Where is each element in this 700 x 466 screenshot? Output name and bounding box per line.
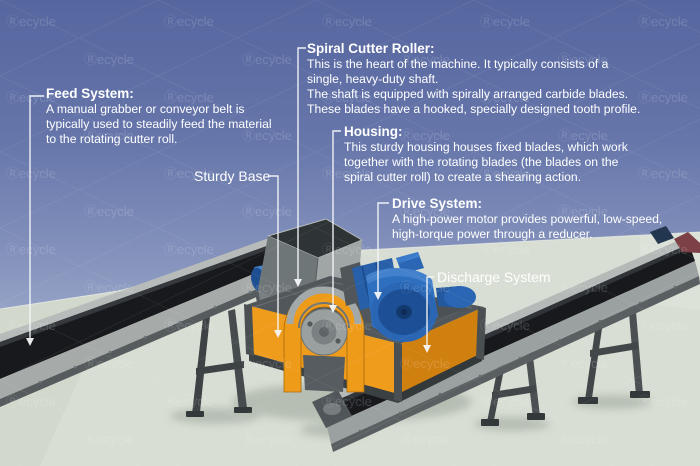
spiral-cutter-roller-leader — [294, 47, 306, 287]
feed-system-leader — [26, 95, 44, 346]
sturdy-base-label: Sturdy Base — [194, 168, 271, 184]
feed-system-callout: Feed System: A manual grabber or conveyo… — [46, 86, 272, 146]
spiral-cutter-roller-callout: Spiral Cutter Roller: This is the heart … — [307, 41, 641, 116]
discharge-system-leader — [423, 276, 434, 353]
housing-title: Housing: — [344, 124, 403, 139]
leader-lines — [26, 47, 434, 353]
feed-system-title: Feed System: — [46, 86, 134, 101]
discharge-system-label: Discharge System — [437, 269, 551, 285]
housing-leader — [329, 130, 341, 313]
spiral-cutter-roller-title: Spiral Cutter Roller: — [307, 41, 435, 56]
drive-system-callout: Drive System: A high-power motor provide… — [392, 196, 663, 241]
sturdy-base-leader — [268, 175, 282, 338]
drive-system-title: Drive System: — [392, 196, 483, 211]
housing-callout: Housing: This sturdy housing houses fixe… — [344, 124, 628, 184]
drive-system-leader — [374, 202, 389, 300]
